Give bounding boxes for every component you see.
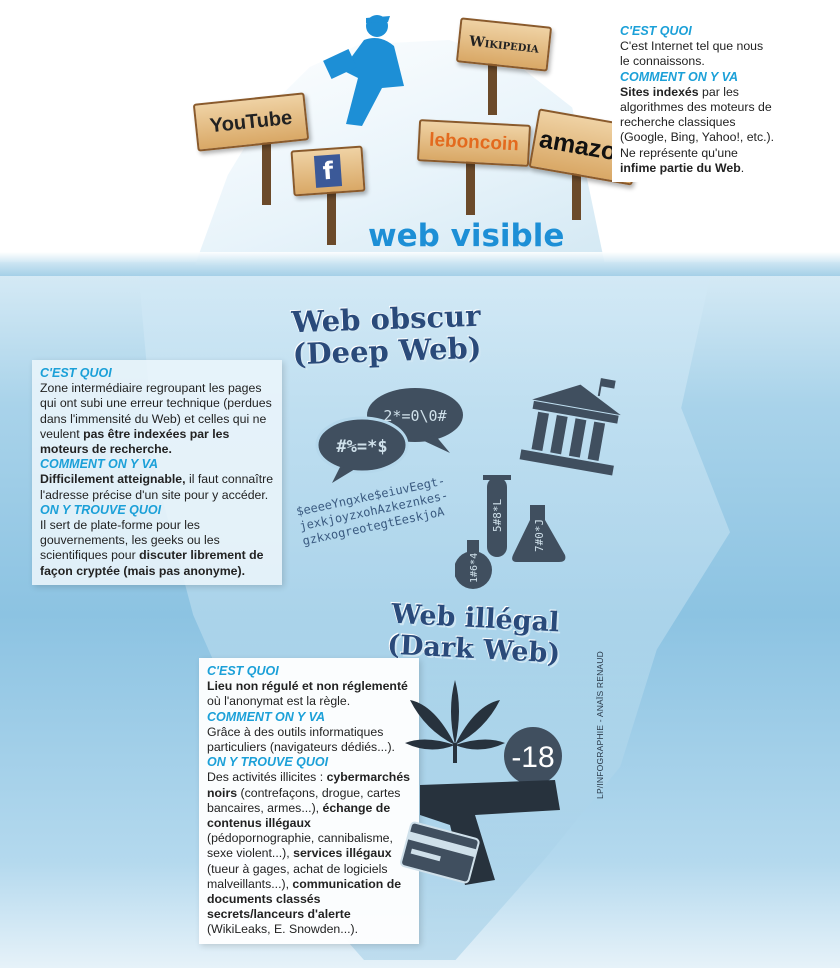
lab-flasks-icon: 5#8*L 1#6*4 7#0*J	[455, 475, 566, 589]
bubble-text: 2*=0\0#	[383, 407, 446, 425]
title-line: (Deep Web)	[292, 330, 483, 372]
age-text: -18	[511, 741, 554, 774]
age-restriction-badge: -18	[504, 727, 562, 785]
sign-post	[572, 170, 581, 220]
sign-post	[466, 160, 475, 215]
visible-web-info: C'EST QUOI C'est Internet tel que nous l…	[612, 18, 784, 183]
deep-web-title: Web obscur (Deep Web)	[291, 299, 483, 372]
leboncoin-label: leboncoin	[428, 129, 520, 156]
text: Il sert de plate-forme pour les gouverne…	[40, 518, 264, 578]
person-with-laptop-icon	[323, 15, 404, 126]
sign-post	[488, 60, 497, 115]
heading: C'EST QUOI	[207, 664, 279, 678]
credit-card-icon	[400, 821, 480, 884]
leboncoin-sign: leboncoin	[416, 119, 532, 167]
text: Difficilement atteignable, il faut conna…	[40, 472, 274, 502]
heading: COMMENT ON Y VA	[207, 709, 326, 724]
text: C'est Internet tel que nous le connaisso…	[620, 39, 764, 69]
flask-label: 5#8*L	[491, 499, 504, 532]
pistol-icon	[420, 780, 560, 885]
dark-web-info: C'EST QUOI Lieu non régulé et non réglem…	[199, 658, 419, 944]
wikipedia-label: Wikipedia	[468, 32, 540, 57]
water-surface	[0, 252, 840, 276]
heading: C'EST QUOI	[620, 24, 692, 38]
speech-bubbles-icon: 2*=0\0# #%=*$	[315, 388, 463, 483]
text: Lieu non régulé et non réglementé où l'a…	[207, 679, 408, 709]
heading: ON Y TROUVE QUOI	[207, 755, 329, 770]
government-building-icon	[519, 378, 621, 476]
heading: C'EST QUOI	[40, 366, 112, 380]
credit-text: LP/INFOGRAPHIE - ANAÏS RENAUD	[595, 651, 605, 799]
text: Zone intermédiaire regroupant les pages …	[40, 381, 272, 457]
bubble-text: #%=*$	[336, 437, 387, 457]
flask-label: 1#6*4	[469, 553, 480, 583]
cannabis-leaf-icon	[405, 680, 505, 763]
sign-post	[262, 140, 271, 205]
text: Sites indexés par les algorithmes des mo…	[620, 84, 775, 175]
deep-web-info: C'EST QUOI Zone intermédiaire regroupant…	[32, 360, 282, 585]
facebook-logo: f	[313, 154, 343, 188]
web-visible-title: web visible	[368, 218, 565, 254]
flask-label: 7#0*J	[533, 519, 546, 552]
text: Des activités illicites : cybermarchés n…	[207, 770, 410, 937]
heading: COMMENT ON Y VA	[40, 457, 159, 472]
sign-post	[327, 190, 336, 245]
facebook-sign: f	[290, 145, 366, 197]
wikipedia-sign: Wikipedia	[455, 17, 553, 72]
youtube-label: YouTube	[208, 106, 294, 137]
heading: COMMENT ON Y VA	[620, 69, 739, 84]
heading: ON Y TROUVE QUOI	[40, 502, 162, 517]
text: Grâce à des outils informatiques particu…	[207, 724, 395, 755]
